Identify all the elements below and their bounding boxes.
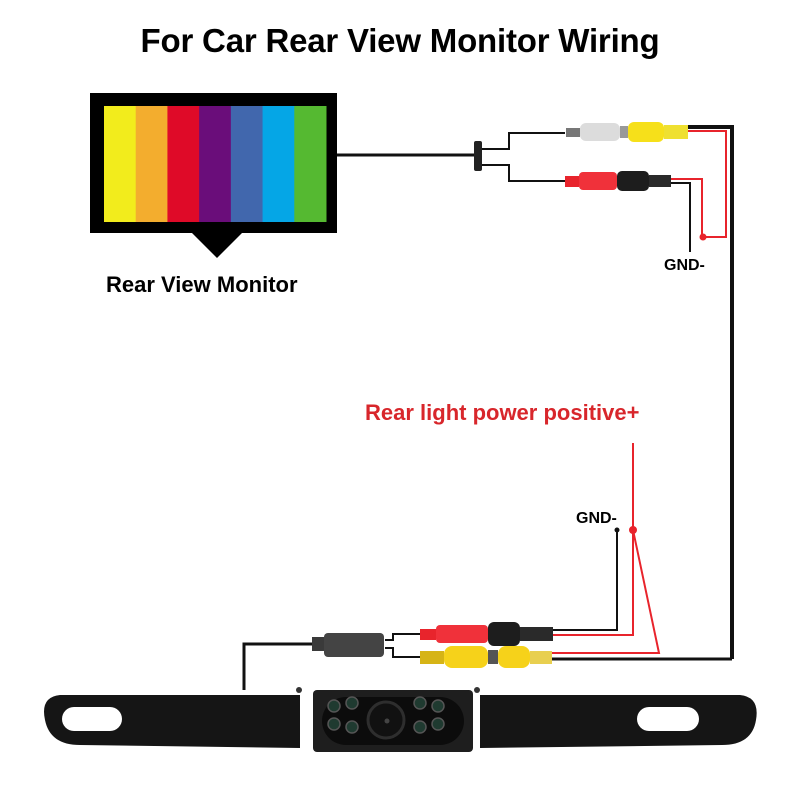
color-bar [262, 106, 295, 222]
monitor-wires [671, 125, 734, 659]
monitor-video-rca-connector [566, 122, 688, 142]
gnd-label-camera: GND- [576, 510, 617, 527]
camera-multi-pin-plug [242, 633, 384, 690]
ir-led-icon [345, 720, 359, 734]
ir-led-icon [345, 696, 359, 710]
monitor-cable [337, 132, 565, 182]
camera-wires [552, 443, 732, 661]
color-bar [230, 106, 264, 222]
ir-led-icon [413, 696, 427, 710]
monitor-label: Rear View Monitor [106, 272, 298, 297]
rear-light-power-label: Rear light power positive+ [365, 400, 640, 425]
monitor-icon [90, 93, 337, 258]
diagram-title: For Car Rear View Monitor Wiring [140, 22, 660, 59]
license-plate-camera-icon [44, 687, 757, 752]
ir-led-icon [413, 720, 427, 734]
ir-led-icon [327, 717, 341, 731]
color-bar [167, 106, 200, 222]
monitor-power-connector [565, 171, 671, 191]
camera-power-connector [385, 622, 553, 646]
color-bar [294, 106, 327, 222]
color-bar [135, 106, 168, 222]
ir-led-icon [431, 699, 445, 713]
ir-led-icon [431, 717, 445, 731]
gnd-label-monitor: GND- [664, 257, 705, 274]
color-bar [199, 106, 232, 222]
camera-video-rca-connector [385, 646, 552, 668]
color-bar [104, 106, 137, 222]
ir-led-icon [327, 699, 341, 713]
